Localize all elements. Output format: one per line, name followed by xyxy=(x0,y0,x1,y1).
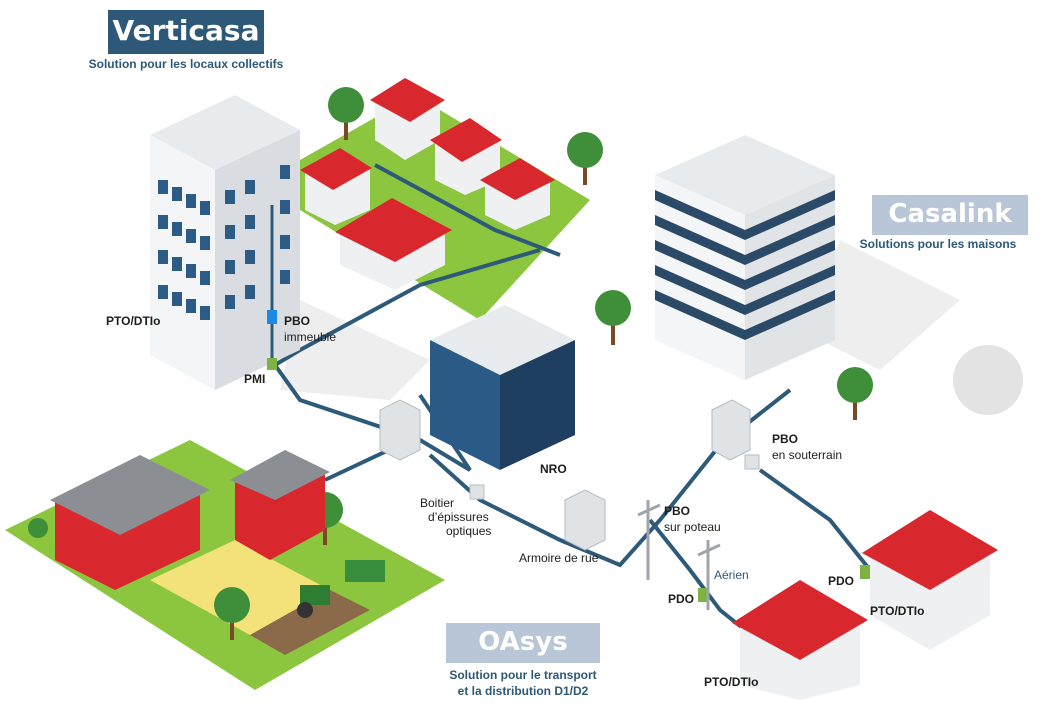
building-left-front xyxy=(150,135,215,390)
pdo-right-label: PDO xyxy=(828,574,855,588)
trees xyxy=(28,87,873,640)
pto-building-label: PTO/DTIo xyxy=(106,314,161,328)
decorative-circle xyxy=(953,345,1023,415)
pbo-building-sublabel: immeuble xyxy=(284,330,337,344)
pto-right-label: PTO/DTIo xyxy=(870,604,925,618)
crop-field xyxy=(150,540,330,635)
oasys-subtitle-line2: et la distribution D1/D2 xyxy=(457,684,589,698)
armoire-label: Armoire de rue xyxy=(519,551,599,565)
boitier-label-1: Boitier xyxy=(420,496,455,510)
nro-label: NRO xyxy=(540,462,567,476)
oasys-title: OAsys xyxy=(478,627,568,657)
pbo-immeuble-box xyxy=(267,310,277,324)
verticasa-subtitle: Solution pour les locaux collectifs xyxy=(88,57,284,71)
pbo-pole-label: PBO xyxy=(664,504,691,518)
casalink-title: Casalink xyxy=(888,199,1012,229)
casalink-title-box xyxy=(872,195,1028,235)
pmi-label: PMI xyxy=(244,372,266,386)
pto-bottom-label: PTO/DTIo xyxy=(704,675,759,689)
building-left-side xyxy=(215,130,300,390)
pdo-left-label: PDO xyxy=(668,592,695,606)
street-cabinets xyxy=(379,399,870,602)
casalink-subtitle: Solutions pour les maisons xyxy=(859,237,1017,251)
building-left-windows xyxy=(158,165,290,320)
grass-plot-houses xyxy=(300,95,590,320)
barn-right xyxy=(230,450,330,560)
oasys-title-box xyxy=(446,623,600,663)
boitier-label-3: optiques xyxy=(446,524,492,538)
pbo-underground-sublabel: en souterrain xyxy=(772,448,843,462)
house-bottom xyxy=(732,580,868,700)
boitier-label-2: d’épissures xyxy=(428,510,489,524)
nro-front xyxy=(430,340,500,470)
house-cluster-top xyxy=(300,78,555,290)
shadow xyxy=(800,240,960,370)
nro-side xyxy=(500,340,575,470)
verticasa-title-box xyxy=(108,10,264,54)
tractor xyxy=(297,560,385,618)
building-left-roof xyxy=(150,95,300,170)
verticasa-title: Verticasa xyxy=(112,14,260,47)
house-right xyxy=(862,510,998,650)
ploughed-field xyxy=(250,590,370,655)
pbo-pole-sublabel: sur poteau xyxy=(664,520,721,534)
pmi-box xyxy=(267,358,277,370)
tower-glass-bands xyxy=(655,190,835,340)
shadow xyxy=(280,300,430,400)
pbo-building-label: PBO xyxy=(284,314,311,328)
nro-roof xyxy=(430,305,575,375)
oasys-subtitle-line1: Solution pour le transport xyxy=(449,668,597,682)
aerien-label: Aérien xyxy=(714,568,749,582)
poles xyxy=(637,500,721,610)
pbo-underground-label: PBO xyxy=(772,432,799,446)
barn-left xyxy=(50,455,210,590)
